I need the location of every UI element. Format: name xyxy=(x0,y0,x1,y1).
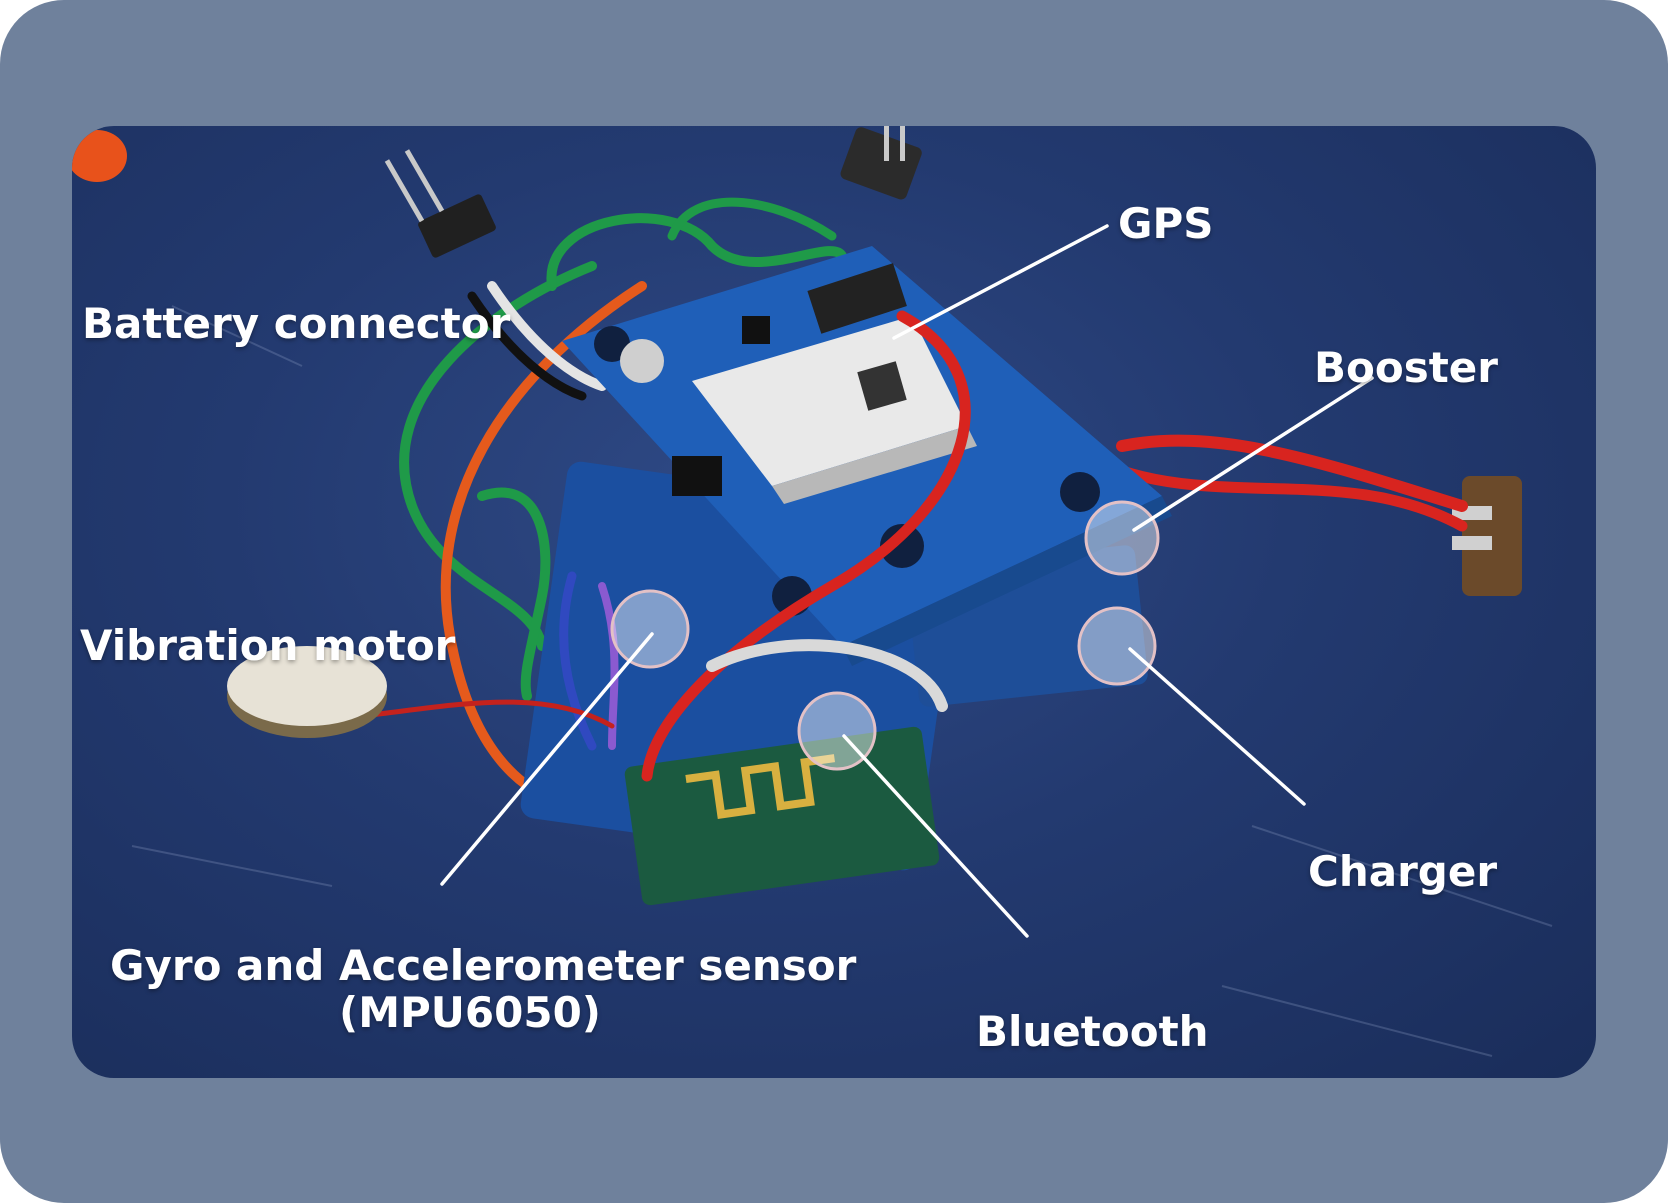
wire-white-battery xyxy=(487,281,607,391)
label-bluetooth: Bluetooth xyxy=(976,1007,1209,1056)
wire-white-front xyxy=(706,639,948,712)
wire-red-front xyxy=(641,310,971,782)
wire-blue-front xyxy=(559,571,597,751)
label-gyro-line2: (MPU6050) xyxy=(339,988,601,1038)
label-gyro-accelerometer: Gyro and Accelerometer sensor (MPU6050) xyxy=(110,941,857,1038)
wire-red-right2 xyxy=(1116,465,1468,532)
label-battery-connector: Battery connector xyxy=(82,299,511,348)
highlight-charger xyxy=(1077,606,1157,686)
wire-red-right xyxy=(1116,434,1468,512)
leader-gyro xyxy=(440,632,654,886)
wire-green-top xyxy=(546,213,847,291)
leader-booster xyxy=(1132,376,1374,532)
label-gyro-line1: Gyro and Accelerometer sensor xyxy=(110,941,857,990)
highlight-booster xyxy=(1084,500,1160,576)
orange-object xyxy=(72,130,127,182)
pin-header-top xyxy=(840,126,922,200)
wire-black-battery xyxy=(467,291,587,401)
label-booster: Booster xyxy=(1314,343,1498,392)
leader-bluetooth xyxy=(842,734,1029,938)
label-charger: Charger xyxy=(1308,847,1498,896)
highlight-gyro xyxy=(610,589,690,669)
wire-orange-left xyxy=(440,281,647,811)
label-vibration-motor: Vibration motor xyxy=(80,621,456,670)
wire-green-top2 xyxy=(667,197,837,241)
gps-board xyxy=(562,246,1172,666)
label-gps: GPS xyxy=(1118,199,1214,248)
device-photo xyxy=(72,126,1553,1057)
leader-gps xyxy=(892,224,1109,340)
photo-panel xyxy=(72,126,1596,1078)
wire-green-front xyxy=(477,487,551,701)
mat-texture xyxy=(131,305,1553,1057)
wire-purple-front xyxy=(598,582,619,750)
vibration-motor xyxy=(227,646,387,738)
battery-pin-header xyxy=(384,149,496,258)
leader-charger xyxy=(1128,647,1306,806)
